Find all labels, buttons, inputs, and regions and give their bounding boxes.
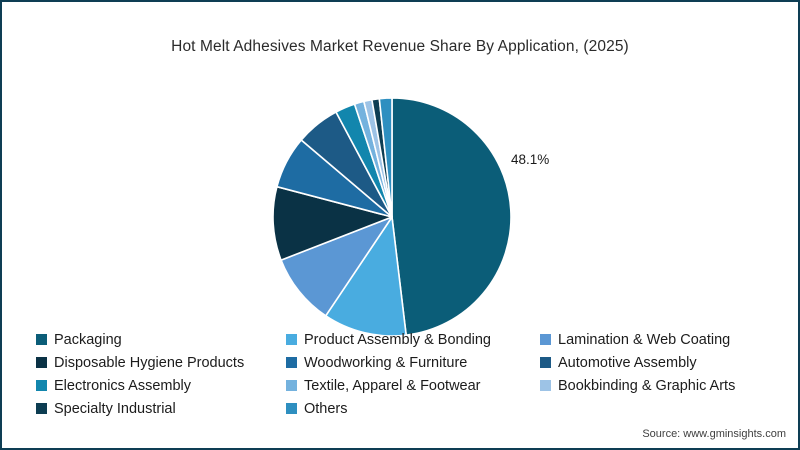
legend-swatch-icon xyxy=(540,357,551,368)
legend-item-specialty-industrial: Specialty Industrial xyxy=(36,401,286,417)
legend-swatch-icon xyxy=(36,334,47,345)
legend-item-others: Others xyxy=(286,401,540,417)
pie-slice-product-assembly-bonding xyxy=(324,216,407,337)
legend-label: Bookbinding & Graphic Arts xyxy=(558,377,736,394)
legend-swatch-icon xyxy=(36,380,47,391)
pie-slice-others xyxy=(378,97,393,218)
legend-item-automotive-assembly: Automotive Assembly xyxy=(540,355,768,371)
pie-chart xyxy=(272,97,512,337)
legend-swatch-icon xyxy=(540,334,551,345)
pie-chart-area xyxy=(270,95,514,339)
pie-slice-packaging xyxy=(391,97,512,336)
chart-title: Hot Melt Adhesives Market Revenue Share … xyxy=(171,38,629,55)
pie-value-label: 48.1% xyxy=(511,152,550,167)
legend-item-disposable-hygiene-products: Disposable Hygiene Products xyxy=(36,355,286,371)
legend-label: Automotive Assembly xyxy=(558,354,697,371)
pie-slice-disposable-hygiene-products xyxy=(272,185,393,261)
legend-swatch-icon xyxy=(540,380,551,391)
legend-label: Packaging xyxy=(54,331,122,348)
legend-item-lamination-web-coating: Lamination & Web Coating xyxy=(540,332,768,348)
legend-swatch-icon xyxy=(36,357,47,368)
legend-item-packaging: Packaging xyxy=(36,332,286,348)
legend-label: Lamination & Web Coating xyxy=(558,331,731,348)
legend-swatch-icon xyxy=(286,403,297,414)
legend-item-product-assembly-bonding: Product Assembly & Bonding xyxy=(286,332,540,348)
legend-label: Woodworking & Furniture xyxy=(304,354,468,371)
legend-label: Textile, Apparel & Footwear xyxy=(304,377,481,394)
legend-item-woodworking-furniture: Woodworking & Furniture xyxy=(286,355,540,371)
legend-swatch-icon xyxy=(286,380,297,391)
legend-item-textile-apparel-footwear: Textile, Apparel & Footwear xyxy=(286,378,540,394)
legend-label: Product Assembly & Bonding xyxy=(304,331,491,348)
legend-label: Electronics Assembly xyxy=(54,377,191,394)
source-note: Source: www.gminsights.com xyxy=(642,428,786,440)
legend-label: Others xyxy=(304,400,348,417)
legend-item-electronics-assembly: Electronics Assembly xyxy=(36,378,286,394)
legend-label: Disposable Hygiene Products xyxy=(54,354,245,371)
legend-item-bookbinding-graphic-arts: Bookbinding & Graphic Arts xyxy=(540,378,768,394)
legend-swatch-icon xyxy=(286,357,297,368)
legend-swatch-icon xyxy=(286,334,297,345)
legend-label: Specialty Industrial xyxy=(54,400,176,417)
legend-swatch-icon xyxy=(36,403,47,414)
chart-legend: Packaging Product Assembly & Bonding Lamin… xyxy=(36,328,768,420)
